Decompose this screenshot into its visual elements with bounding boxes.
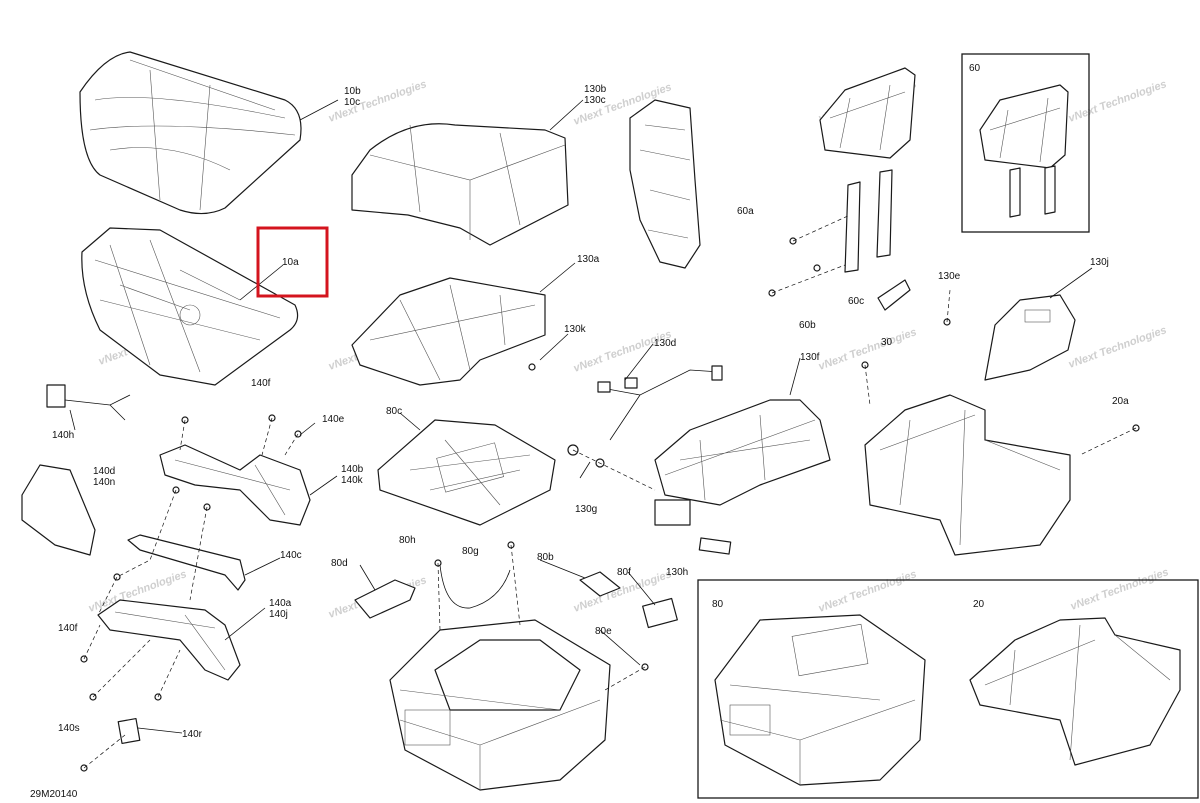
callout-130j[interactable]: 130j (1090, 257, 1109, 268)
callout-80-detail[interactable]: 80 (712, 599, 724, 610)
callout-30[interactable]: 30 (881, 337, 893, 348)
clip-part[interactable] (877, 279, 911, 311)
storage-bin-detail-part[interactable] (714, 614, 926, 786)
callout-130h[interactable]: 130h (666, 567, 688, 578)
callout-80e[interactable]: 80e (595, 626, 612, 637)
callout-130c[interactable]: 130c (584, 95, 606, 106)
grab-bar-part[interactable] (127, 534, 246, 591)
callout-130k[interactable]: 130k (564, 324, 587, 335)
armrest-bracket-part[interactable] (159, 444, 311, 526)
callout-140f-lower[interactable]: 140f (58, 623, 78, 634)
callout-20a[interactable]: 20a (1112, 396, 1129, 407)
detail-frame-80-20 (697, 579, 1199, 799)
hinge-part[interactable] (579, 571, 621, 597)
callout-140s[interactable]: 140s (58, 723, 80, 734)
backrest-cushion-part[interactable] (351, 123, 569, 246)
side-panel-part[interactable] (984, 294, 1076, 381)
callout-140f[interactable]: 140f (251, 378, 271, 389)
callout-130g[interactable]: 130g (575, 504, 597, 515)
callout-10c[interactable]: 10c (344, 97, 360, 108)
callout-80f[interactable]: 80f (617, 567, 631, 578)
seat-support-frame-part[interactable] (864, 394, 1071, 556)
callout-140e[interactable]: 140e (322, 414, 345, 425)
decal-part[interactable] (642, 597, 678, 629)
callout-140j[interactable]: 140j (269, 609, 288, 620)
callout-80b[interactable]: 80b (537, 552, 554, 563)
callout-140k[interactable]: 140k (341, 475, 364, 486)
seat-support-detail-part[interactable] (969, 617, 1181, 766)
watermark: vNext Technologies (817, 568, 918, 615)
callout-60c[interactable]: 60c (848, 296, 864, 307)
seat-cushion-part[interactable] (79, 51, 302, 215)
watermark: vNext Technologies (1067, 78, 1168, 125)
watermark: vNext Technologies (572, 328, 673, 375)
label-sticker-part[interactable] (698, 537, 732, 555)
callout-20-detail[interactable]: 20 (973, 599, 985, 610)
callout-140c[interactable]: 140c (280, 550, 302, 561)
callout-10a[interactable]: 10a (282, 257, 299, 268)
screw-part[interactable] (113, 573, 121, 581)
callout-140a[interactable]: 140a (269, 598, 292, 609)
callout-labels: 10b 10c 10a 130b 130c 130a 130k 130d 130… (52, 63, 1129, 740)
screw-part[interactable] (528, 363, 536, 371)
watermark: vNext Technologies (327, 78, 428, 125)
storage-lid-part[interactable] (377, 419, 556, 526)
rail-frame-part[interactable] (654, 399, 831, 526)
seat-base-part[interactable] (81, 227, 299, 386)
document-code: 29M20140 (30, 789, 78, 800)
side-cover-part[interactable] (21, 464, 96, 556)
callout-140b[interactable]: 140b (341, 464, 364, 475)
plate-part[interactable] (117, 718, 141, 744)
screw-part[interactable] (813, 264, 821, 272)
callout-130f[interactable]: 130f (800, 352, 820, 363)
watermark: vNext Technologies (1067, 324, 1168, 371)
leader-lines (69, 99, 1093, 734)
callout-140n[interactable]: 140n (93, 477, 115, 488)
armrest-part[interactable] (97, 599, 241, 681)
callout-140d[interactable]: 140d (93, 466, 115, 477)
callout-60a[interactable]: 60a (737, 206, 754, 217)
wire-harness-part[interactable] (597, 365, 723, 441)
callout-130d[interactable]: 130d (654, 338, 676, 349)
callout-80g[interactable]: 80g (462, 546, 479, 557)
callout-60b[interactable]: 60b (799, 320, 816, 331)
assembly-lines (83, 214, 1137, 769)
callout-10b[interactable]: 10b (344, 86, 361, 97)
callout-140r[interactable]: 140r (182, 729, 203, 740)
latch-part[interactable] (354, 579, 416, 619)
watermark: vNext Technologies (1069, 566, 1170, 613)
storage-bin-part[interactable] (389, 619, 611, 791)
callout-130b[interactable]: 130b (584, 84, 607, 95)
callout-140h[interactable]: 140h (52, 430, 74, 441)
connector-part[interactable] (46, 384, 131, 421)
cable-part[interactable] (439, 564, 511, 609)
callout-130e[interactable]: 130e (938, 271, 961, 282)
callout-80c[interactable]: 80c (386, 406, 402, 417)
callout-60[interactable]: 60 (969, 63, 981, 74)
headrest-part[interactable] (819, 67, 916, 273)
callout-130a[interactable]: 130a (577, 254, 600, 265)
callout-80h[interactable]: 80h (399, 535, 416, 546)
callout-80d[interactable]: 80d (331, 558, 348, 569)
headrest-detail-part[interactable] (979, 84, 1069, 218)
highlight-box (256, 226, 329, 298)
detail-frame-60 (961, 53, 1090, 233)
side-backrest-part[interactable] (629, 99, 701, 269)
seat-frame-part[interactable] (351, 277, 546, 386)
